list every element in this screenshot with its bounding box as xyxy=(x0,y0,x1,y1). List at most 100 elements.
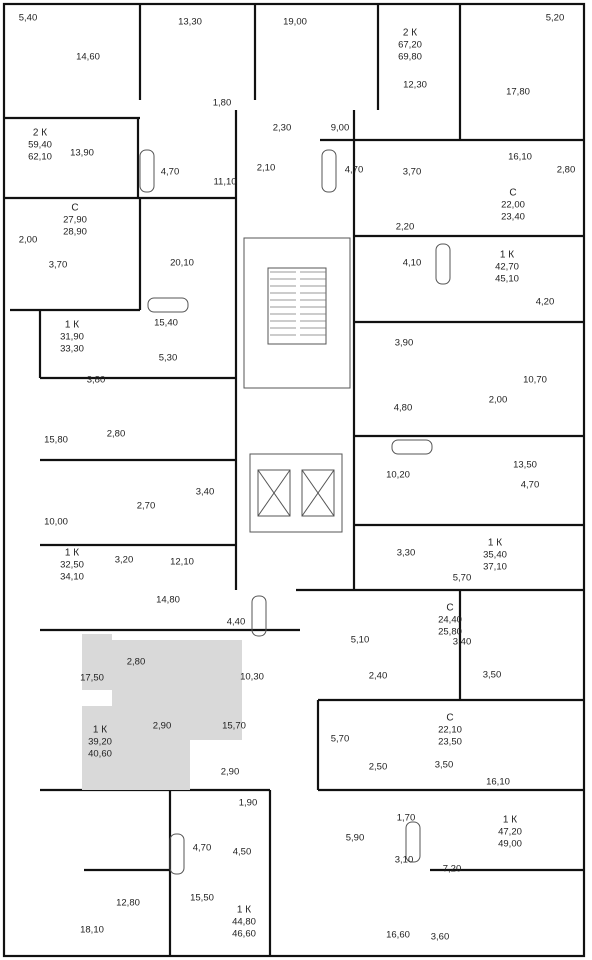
room-area-label: 12,30 xyxy=(403,79,427,91)
room-area-label: 3,40 xyxy=(195,486,215,498)
apartment-total-area: 40,60 xyxy=(88,748,112,760)
room-area-label: 5,30 xyxy=(158,352,178,364)
room-area-label: 15,40 xyxy=(154,317,178,329)
room-area-label: 4,70 xyxy=(344,164,364,176)
apartment-type: 1 К xyxy=(487,537,503,549)
room-area-label: 2,70 xyxy=(136,500,156,512)
apartment-type: 2 К xyxy=(32,127,48,139)
room-area-label: 2,90 xyxy=(220,766,240,778)
room-area-label: 3,70 xyxy=(402,166,422,178)
room-area-label: 2,90 xyxy=(152,720,172,732)
room-area-label: 20,10 xyxy=(170,257,194,269)
room-area-label: 5,20 xyxy=(545,12,565,24)
apartment-living-area: 22,10 xyxy=(438,724,462,736)
room-area-label: 1,70 xyxy=(396,812,416,824)
room-area-label: 2,80 xyxy=(106,428,126,440)
room-area-label: 3,20 xyxy=(114,554,134,566)
apartment-type: С xyxy=(71,202,79,214)
apartment-total-area: 23,50 xyxy=(438,736,462,748)
apartment-total-area: 28,90 xyxy=(63,226,87,238)
apartment-type: 1 К xyxy=(64,319,80,331)
apartment-total-area: 69,80 xyxy=(398,51,422,63)
room-area-label: 3,50 xyxy=(482,669,502,681)
room-area-label: 10,70 xyxy=(523,374,547,386)
room-area-label: 3,80 xyxy=(86,374,106,386)
room-area-label: 3,50 xyxy=(434,759,454,771)
room-area-label: 3,70 xyxy=(48,259,68,271)
room-area-label: 5,90 xyxy=(345,832,365,844)
room-area-label: 4,80 xyxy=(393,402,413,414)
room-area-label: 2,40 xyxy=(368,670,388,682)
room-area-label: 10,20 xyxy=(386,469,410,481)
room-area-label: 14,80 xyxy=(156,594,180,606)
apartment-living-area: 32,50 xyxy=(60,559,84,571)
room-area-label: 2,00 xyxy=(18,234,38,246)
room-area-label: 16,10 xyxy=(486,776,510,788)
apartment-type: С xyxy=(509,187,517,199)
room-area-label: 12,10 xyxy=(170,556,194,568)
apartment-total-area: 46,60 xyxy=(232,928,256,940)
room-area-label: 4,70 xyxy=(160,166,180,178)
room-area-label: 11,10 xyxy=(213,176,237,188)
apartment-type: 1 К xyxy=(502,814,518,826)
room-area-label: 7,20 xyxy=(442,863,462,875)
room-area-label: 12,80 xyxy=(116,897,140,909)
room-area-label: 2,50 xyxy=(368,761,388,773)
room-area-label: 15,50 xyxy=(190,892,214,904)
room-area-label: 3,60 xyxy=(430,931,450,943)
room-area-label: 13,30 xyxy=(178,16,202,28)
room-area-label: 2,80 xyxy=(556,164,576,176)
apartment-living-area: 35,40 xyxy=(483,549,507,561)
apartment-type: С xyxy=(446,602,454,614)
room-area-label: 5,40 xyxy=(18,12,38,24)
room-area-label: 15,70 xyxy=(222,720,246,732)
room-area-label: 18,10 xyxy=(80,924,104,936)
apartment-living-area: 42,70 xyxy=(495,261,519,273)
apartment-living-area: 24,40 xyxy=(438,614,462,626)
apartment-living-area: 39,20 xyxy=(88,736,112,748)
room-area-label: 16,60 xyxy=(386,929,410,941)
apartment-total-area: 23,40 xyxy=(501,211,525,223)
room-area-label: 5,70 xyxy=(452,572,472,584)
room-area-label: 14,60 xyxy=(76,51,100,63)
room-area-label: 17,50 xyxy=(80,672,104,684)
apartment-living-area: 22,00 xyxy=(501,199,525,211)
room-area-label: 2,30 xyxy=(272,122,292,134)
apartment-type: 1 К xyxy=(236,904,252,916)
apartment-type: 1 К xyxy=(92,724,108,736)
room-area-label: 19,00 xyxy=(283,16,307,28)
room-area-label: 9,00 xyxy=(330,122,350,134)
room-area-label: 3,40 xyxy=(452,636,472,648)
room-area-label: 16,10 xyxy=(508,151,532,163)
room-area-label: 10,00 xyxy=(44,516,68,528)
room-area-label: 1,90 xyxy=(238,797,258,809)
apartment-type: 1 К xyxy=(64,547,80,559)
apartment-living-area: 44,80 xyxy=(232,916,256,928)
apartment-type: С xyxy=(446,712,454,724)
room-area-label: 3,10 xyxy=(394,854,414,866)
apartment-living-area: 67,20 xyxy=(398,39,422,51)
room-area-label: 3,30 xyxy=(396,547,416,559)
room-area-label: 1,80 xyxy=(212,97,232,109)
apartment-type: 2 К xyxy=(402,27,418,39)
room-area-label: 4,10 xyxy=(402,257,422,269)
room-area-label: 5,70 xyxy=(330,733,350,745)
apartment-total-area: 49,00 xyxy=(498,838,522,850)
room-area-label: 13,90 xyxy=(70,147,94,159)
room-area-label: 4,70 xyxy=(192,842,212,854)
apartment-type: 1 К xyxy=(499,249,515,261)
apartment-total-area: 62,10 xyxy=(28,151,52,163)
room-area-label: 3,90 xyxy=(394,337,414,349)
room-area-label: 4,40 xyxy=(226,616,246,628)
apartment-living-area: 31,90 xyxy=(60,331,84,343)
room-area-label: 2,20 xyxy=(395,221,415,233)
apartment-total-area: 37,10 xyxy=(483,561,507,573)
apartment-total-area: 25,80 xyxy=(438,626,462,638)
apartment-living-area: 59,40 xyxy=(28,139,52,151)
room-area-label: 17,80 xyxy=(506,86,530,98)
room-area-label: 4,70 xyxy=(520,479,540,491)
room-area-label: 15,80 xyxy=(44,434,68,446)
apartment-living-area: 27,90 xyxy=(63,214,87,226)
